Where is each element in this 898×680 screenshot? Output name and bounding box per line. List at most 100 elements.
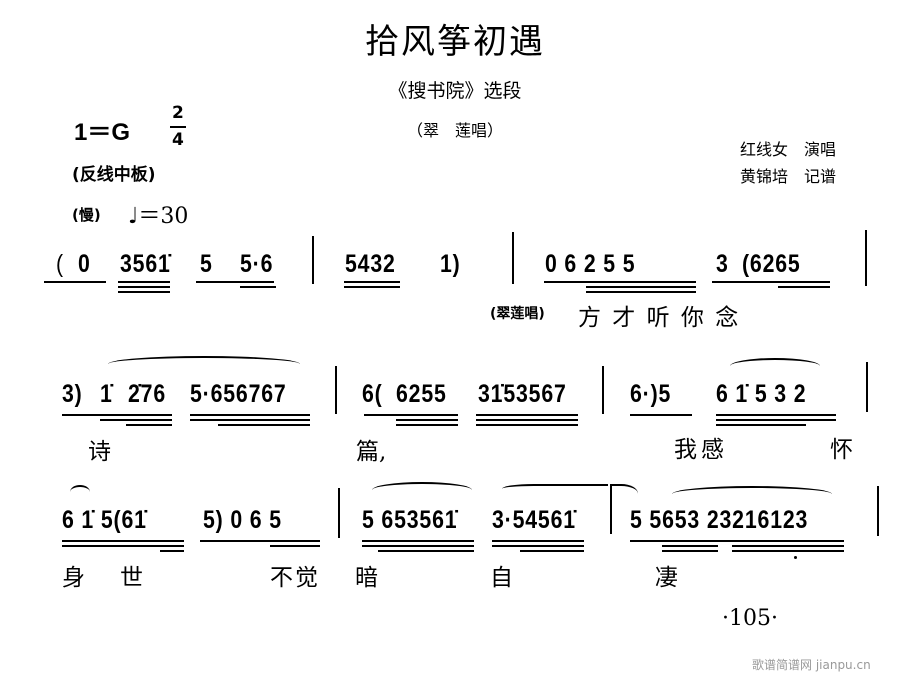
lyric: 凄 (655, 565, 678, 591)
note-group: (6265 (742, 250, 801, 278)
beam (492, 540, 584, 542)
beam (118, 281, 170, 283)
note-group: 3561̇ (120, 250, 171, 278)
beam (344, 281, 400, 283)
beam (270, 545, 320, 547)
lyric: 篇, (356, 439, 387, 465)
beam (630, 540, 844, 542)
note-group: 5432 (345, 250, 396, 278)
beam (362, 540, 474, 542)
note-group: 6255 (396, 380, 447, 408)
note-group: 5·656767 (190, 380, 287, 408)
beam (662, 545, 718, 547)
lyric: 方 才 听 你 念 (578, 305, 741, 331)
bar-line (338, 488, 340, 538)
beam (520, 550, 584, 552)
note-group: 0 6 2 5 5 (545, 250, 636, 278)
bar-line (877, 486, 879, 536)
beam (190, 414, 310, 416)
role-label: （翠 莲唱） (406, 121, 503, 140)
slur (672, 486, 832, 502)
key-signature: 1＝G (74, 119, 131, 146)
lyric: 身 (62, 565, 85, 591)
beam (62, 414, 172, 416)
bar-line (866, 362, 868, 412)
beam (476, 424, 578, 426)
beam (712, 281, 830, 283)
beam (240, 286, 276, 288)
tempo-slow: (慢) (72, 206, 101, 224)
beam (62, 540, 184, 542)
note-group: 3) (62, 380, 83, 408)
bar-line (602, 366, 604, 414)
beam (44, 281, 106, 283)
role-annotation: (翠莲唱) (490, 306, 545, 322)
beam (732, 545, 844, 547)
beam (492, 545, 584, 547)
slur (108, 356, 300, 372)
beam (716, 424, 806, 426)
note-group: 6( (362, 380, 383, 408)
lyric: 我感 (674, 437, 728, 463)
bar-line (865, 230, 867, 286)
slur (730, 358, 820, 374)
lyric: 不觉 (270, 565, 320, 591)
beam (716, 419, 836, 421)
time-signature-bottom: 4 (172, 130, 184, 150)
note-group: 2̇76 (128, 380, 167, 408)
note-group: 5 653561̇ (362, 506, 458, 534)
beam (732, 550, 844, 552)
lyric: 自 (490, 565, 513, 591)
lyric: 暗 (355, 565, 378, 591)
beam (716, 414, 836, 416)
note-group: 5) 0 6 5 (203, 506, 282, 534)
note-group: 6 1̇ 5 3 2 (716, 380, 807, 408)
beam (218, 424, 310, 426)
lyric: 怀 (830, 437, 853, 463)
watermark: 歌谱简谱网 jianpu.cn (752, 658, 871, 672)
beam (476, 419, 578, 421)
beam (200, 540, 320, 542)
transcriber-credit: 黄锦培 记谱 (740, 167, 837, 186)
beam (118, 291, 170, 293)
beam (118, 286, 170, 288)
beam (476, 414, 578, 416)
time-signature-top: 2 (172, 103, 184, 123)
lower-octave-dot (794, 556, 797, 559)
page-number: ·105· (722, 606, 778, 631)
beam (396, 419, 458, 421)
lyric: 世 (120, 565, 143, 591)
beam (160, 550, 184, 552)
slur (372, 482, 472, 498)
beam (362, 545, 474, 547)
bar-line (335, 366, 337, 414)
song-subtitle: 《搜书院》选段 (388, 80, 522, 102)
note-group: ( (56, 250, 64, 278)
beam (100, 419, 172, 421)
time-signature-line (170, 126, 186, 128)
note-group: 31̇53567 (478, 380, 567, 408)
beam (630, 414, 692, 416)
note-group: 3·54561̇ (492, 506, 576, 534)
beam (586, 286, 696, 288)
beam (190, 419, 310, 421)
beam (62, 545, 184, 547)
lyric: 诗 (88, 439, 111, 465)
beam (778, 286, 830, 288)
beam (344, 286, 400, 288)
note-group: 6·)5 (630, 380, 672, 408)
note-group: 5·6 (240, 250, 274, 278)
singer-credit: 红线女 演唱 (740, 140, 837, 159)
beam (126, 424, 172, 426)
tie (502, 484, 608, 500)
beam (396, 424, 458, 426)
note-group: 0 (78, 250, 91, 278)
beam (586, 291, 696, 293)
note-group: 1) (440, 250, 461, 278)
beam (364, 414, 458, 416)
bar-line (610, 486, 612, 534)
beam (544, 281, 696, 283)
note-group: 1̇ (100, 380, 113, 408)
note-group: 6 1̇ 5(61̇ (62, 506, 147, 534)
bar-line (312, 236, 314, 284)
